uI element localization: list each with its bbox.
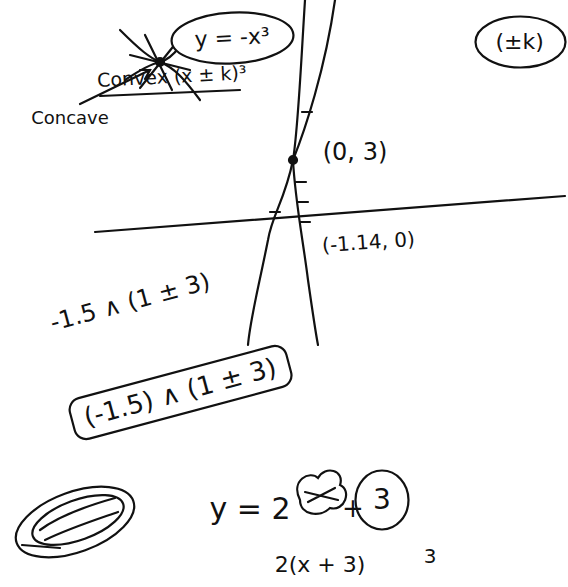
point-label: (0, 3) <box>323 139 388 165</box>
equation-text: + <box>342 494 364 523</box>
scribble-lines <box>305 488 338 502</box>
node-rect <box>66 343 293 442</box>
equation-text: 2(x + 3) <box>275 553 366 577</box>
note-box: (-1.5) ∧ (1 ± 3) <box>65 341 296 443</box>
node-text: (±k) <box>496 30 545 54</box>
exponent-note: 3 <box>424 545 437 567</box>
node-text: 3 <box>373 485 391 516</box>
scribble-ellipse <box>6 473 143 572</box>
mini-dot <box>156 58 164 66</box>
underline <box>100 90 240 96</box>
point-label: (-1.14, 0) <box>321 228 415 256</box>
concave-note: Concave <box>31 108 109 128</box>
intercept-dot <box>289 156 297 164</box>
cubic-curve <box>293 0 335 345</box>
scribble-ellipse <box>26 485 130 555</box>
interval-note: -1.5 ∧ (1 ± 3) <box>47 268 213 336</box>
tick-marks <box>270 112 312 222</box>
equation-text: y = 2 <box>209 492 290 525</box>
node-ellipse <box>170 9 295 66</box>
circled-note: (±k) <box>474 15 567 68</box>
node-ellipse <box>475 17 565 68</box>
node-text: y = -x³ <box>193 24 270 52</box>
circled-note: y = -x³ <box>168 8 296 68</box>
convex-note: Convex (x ± k)³ <box>97 62 247 91</box>
x-axis <box>95 196 565 232</box>
scribble-lines <box>22 498 118 548</box>
scribble-cloud <box>297 471 346 514</box>
